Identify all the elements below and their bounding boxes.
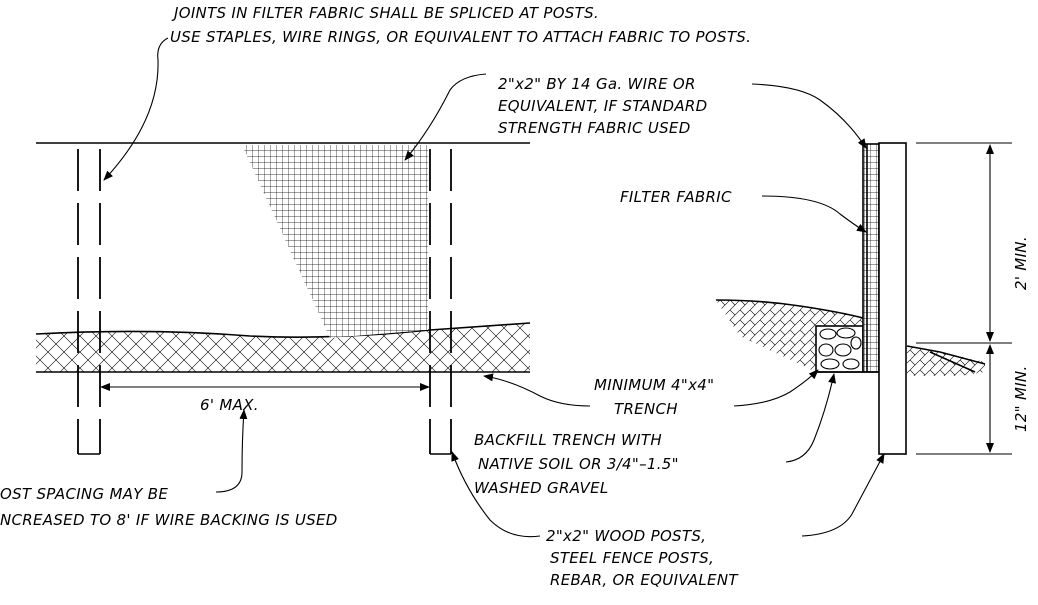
- note-backfill-line1: BACKFILL TRENCH WITH: [474, 431, 662, 449]
- filter-fabric-leader: [761, 195, 867, 233]
- wire-mesh-panel: [242, 145, 428, 338]
- filter-fabric-section: [862, 143, 880, 373]
- height-dimensions: 2' MIN. 12" MIN.: [916, 142, 1030, 455]
- note-spacing-line2: NCREASED TO 8' IF WIRE BACKING IS USED: [0, 511, 338, 529]
- spacing-leader: [215, 409, 248, 493]
- fence-height-label: 2' MIN.: [1012, 236, 1030, 290]
- note-trench-line1: MINIMUM 4"x4": [594, 376, 714, 394]
- note-trench-line2: TRENCH: [614, 400, 678, 418]
- section-ground-line-right-2: [929, 351, 976, 373]
- post-spacing-label: 6' MAX.: [200, 396, 259, 414]
- gravel-stones: [818, 327, 862, 370]
- leader-lines: [103, 37, 885, 538]
- trench-leader-left: [483, 373, 591, 407]
- ground-surface-line: [35, 322, 531, 338]
- note-backfill-line2: NATIVE SOIL OR 3/4"–1.5": [478, 455, 679, 473]
- note-spacing-line1: OST SPACING MAY BE: [0, 485, 168, 503]
- elevation-view: 6' MAX.: [35, 142, 531, 455]
- wire-leader-right: [751, 83, 867, 149]
- trench-leader-right: [733, 369, 819, 407]
- note-backfill-line3: WASHED GRAVEL: [474, 479, 609, 497]
- joints-leader: [103, 37, 169, 181]
- note-joints-line1: JOINTS IN FILTER FABRIC SHALL BE SPLICED…: [171, 4, 599, 22]
- section-ground-left: [716, 300, 863, 372]
- section-ground-line-right: [906, 345, 986, 365]
- note-posts-line2: STEEL FENCE POSTS,: [550, 549, 714, 567]
- section-ground-line-left: [715, 299, 864, 319]
- section-view: 2' MIN. 12" MIN.: [715, 142, 1030, 455]
- post-embed-label: 12" MIN.: [1012, 365, 1030, 432]
- note-wire-line3: STRENGTH FABRIC USED: [498, 119, 691, 137]
- posts-leader-right: [801, 453, 885, 537]
- post-spacing-dimension: 6' MAX.: [100, 383, 430, 414]
- note-filter-fabric: FILTER FABRIC: [620, 188, 732, 206]
- annotation-notes: JOINTS IN FILTER FABRIC SHALL BE SPLICED…: [0, 4, 751, 589]
- note-wire-line2: EQUIVALENT, IF STANDARD: [498, 97, 707, 115]
- post-section: [878, 142, 907, 455]
- wire-leader-left: [404, 73, 487, 161]
- post-left: [77, 145, 101, 455]
- note-posts-line1: 2"x2" WOOD POSTS,: [546, 527, 706, 545]
- ground-band: [36, 323, 530, 372]
- post-right: [429, 145, 452, 455]
- backfill-leader: [785, 373, 836, 463]
- note-posts-line3: REBAR, OR EQUIVALENT: [550, 571, 739, 589]
- posts-leader-left: [451, 451, 541, 538]
- note-wire-line1: 2"x2" BY 14 Ga. WIRE OR: [498, 75, 696, 93]
- note-joints-line2: USE STAPLES, WIRE RINGS, OR EQUIVALENT T…: [170, 28, 751, 46]
